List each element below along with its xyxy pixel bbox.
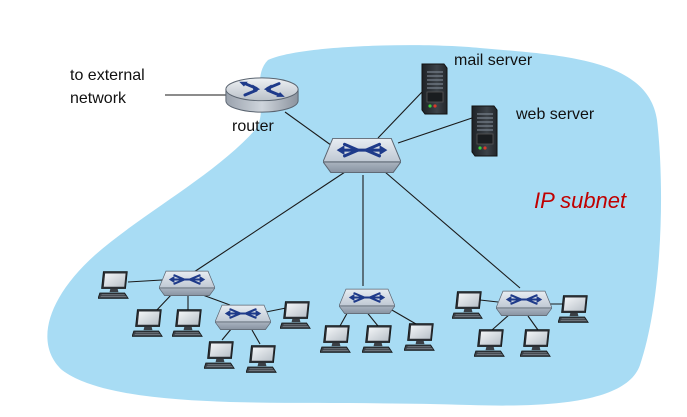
web-server-icon — [471, 105, 498, 157]
link-router-core-switch — [284, 111, 336, 149]
link-core-to-right-switch — [384, 171, 521, 289]
link-right-switch-host — [479, 299, 499, 303]
external-network-label-line1: to external — [70, 67, 145, 84]
link-core-to-left-switch — [193, 171, 346, 273]
link-right-switch-host — [527, 315, 539, 331]
sub-switch-icon — [215, 303, 271, 331]
middle-switch-icon — [339, 287, 395, 315]
left-switch-icon — [159, 269, 215, 297]
core-switch-icon — [323, 136, 401, 174]
link-right-switch-host — [491, 313, 511, 331]
router-label: router — [232, 118, 274, 135]
link-sub-switch-host — [265, 307, 287, 313]
mail-server-label: mail server — [454, 52, 533, 69]
link-sub-switch-host — [221, 327, 233, 341]
link-left-switch-host — [127, 279, 163, 283]
link-sub-switch-host — [251, 329, 261, 345]
router-icon — [224, 76, 300, 114]
right-switch-icon — [496, 289, 552, 317]
mail-server-icon — [421, 63, 448, 115]
external-network-label-line2: network — [70, 90, 127, 107]
ip-subnet-region — [47, 45, 662, 406]
link-left-switch-host — [154, 293, 173, 313]
ip-subnet-label: IP subnet — [534, 188, 627, 213]
link-core-switch-web-server — [397, 117, 473, 144]
web-server-label: web server — [516, 106, 595, 123]
link-core-switch-mail-server — [377, 91, 423, 139]
